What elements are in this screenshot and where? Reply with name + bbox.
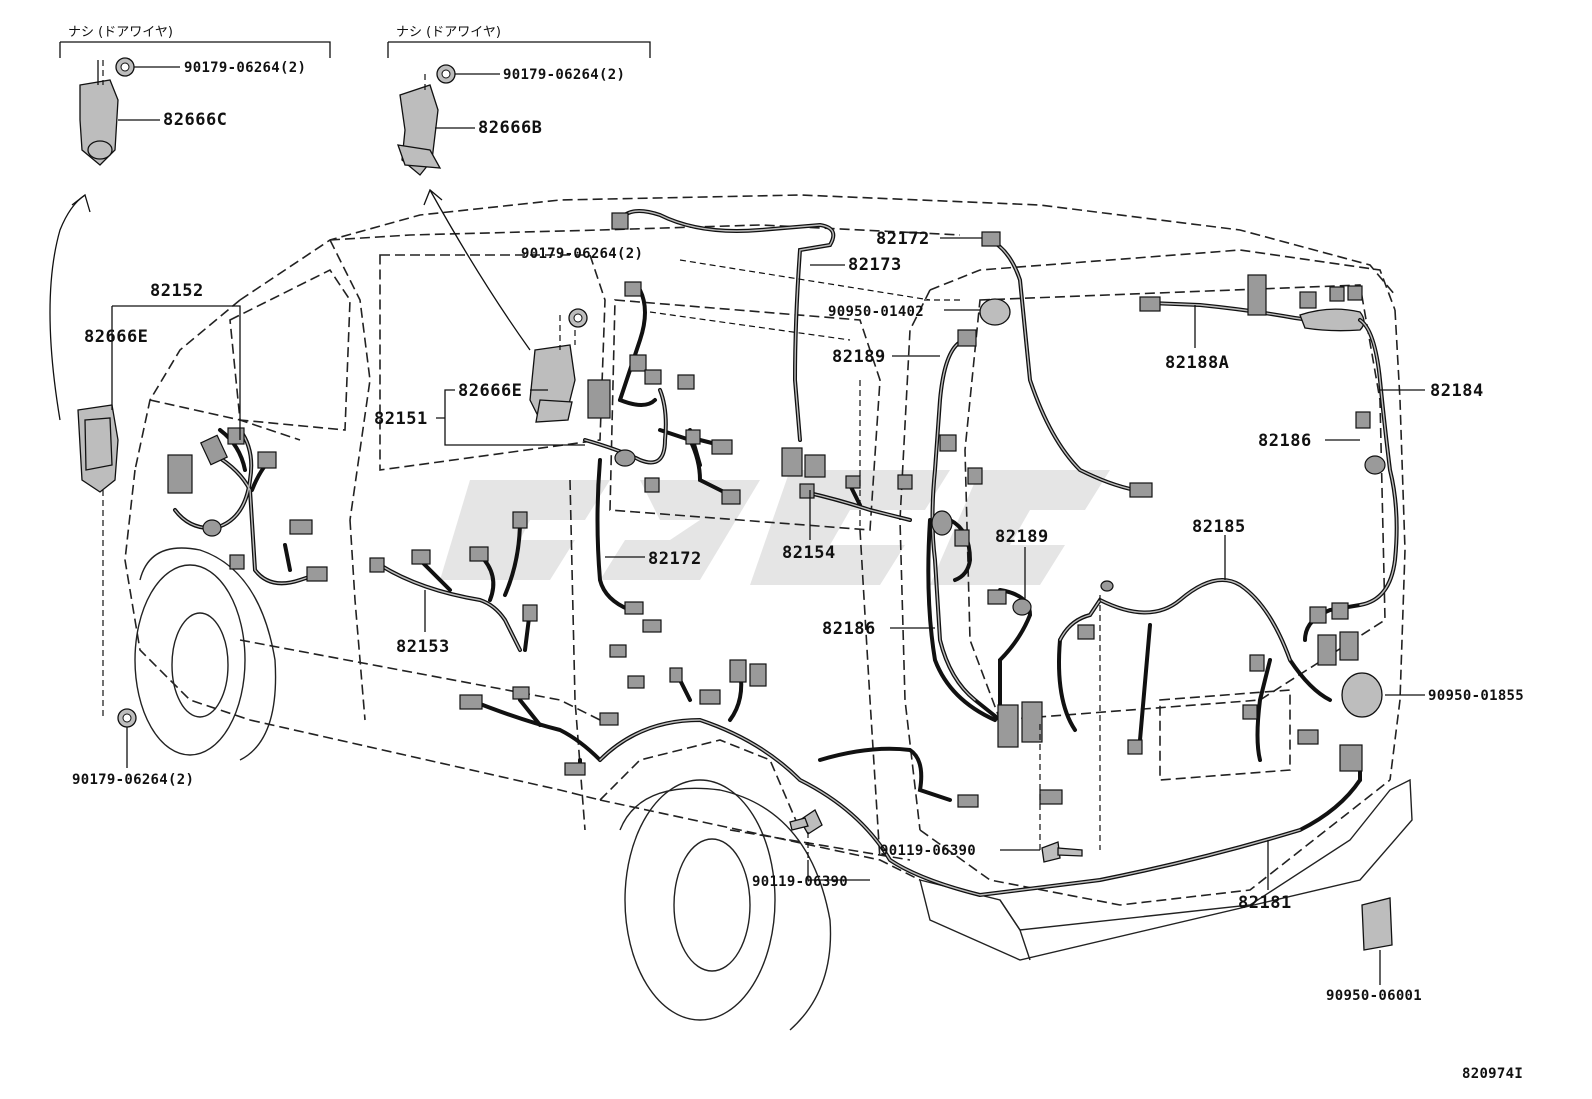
clip-bottom-left bbox=[117, 708, 137, 728]
grommet-90950-01402 bbox=[979, 298, 1011, 326]
vehicle-body-outline bbox=[124, 194, 1413, 961]
label-82181: 82181 bbox=[1238, 893, 1292, 913]
label-90119-06390-right: 90119-06390 bbox=[880, 843, 976, 859]
label-clip-bottom-left: 90179-06264(2) bbox=[72, 772, 194, 788]
label-82666c: 82666C bbox=[163, 110, 227, 130]
harness-82181 bbox=[459, 644, 1363, 898]
harness-82172 bbox=[595, 231, 1153, 633]
label-82184: 82184 bbox=[1430, 381, 1484, 401]
label-clip-center: 90179-06264(2) bbox=[521, 246, 643, 262]
label-82152: 82152 bbox=[150, 281, 204, 301]
label-82153: 82153 bbox=[396, 637, 450, 657]
label-82151: 82151 bbox=[374, 409, 428, 429]
bolt-90119-06390-right bbox=[1041, 841, 1083, 863]
label-82666e-left: 82666E bbox=[84, 327, 148, 347]
label-82186-center: 82186 bbox=[822, 619, 876, 639]
clip-center bbox=[568, 308, 588, 328]
label-90950-06001: 90950-06001 bbox=[1326, 988, 1422, 1004]
front-wheel bbox=[134, 547, 277, 761]
bracket-82666e-center bbox=[529, 344, 576, 423]
label-82185: 82185 bbox=[1192, 517, 1246, 537]
harness-82173 bbox=[611, 209, 836, 478]
harness-82189 bbox=[930, 329, 1033, 722]
label-clip-top-left: 90179-06264(2) bbox=[184, 60, 306, 76]
label-82172-mid: 82172 bbox=[648, 549, 702, 569]
note-no-door-wire-left: ナシ (ドアワイヤ) bbox=[68, 25, 173, 40]
bolt-90119-06390-left bbox=[789, 809, 823, 835]
harness-82186-left bbox=[926, 518, 1043, 748]
clip-top-left bbox=[115, 57, 135, 77]
label-82188a: 82188A bbox=[1165, 353, 1229, 373]
harness-82152 bbox=[167, 427, 328, 586]
harness-82184 bbox=[1303, 318, 1399, 666]
note-no-door-wire-right: ナシ (ドアワイヤ) bbox=[396, 25, 501, 40]
harness-82151 bbox=[583, 281, 741, 505]
label-clip-top-right: 90179-06264(2) bbox=[503, 67, 625, 83]
label-82666b: 82666B bbox=[478, 118, 542, 138]
label-82189-mid: 82189 bbox=[995, 527, 1049, 547]
harness-82188a bbox=[1139, 274, 1365, 332]
guide-lines bbox=[49, 60, 1101, 860]
label-90950-01855: 90950-01855 bbox=[1428, 688, 1524, 704]
rear-wheel bbox=[619, 779, 832, 1031]
label-82173: 82173 bbox=[848, 255, 902, 275]
bracket-82666e-left bbox=[77, 404, 119, 493]
label-90119-06390-left: 90119-06390 bbox=[752, 874, 848, 890]
leader-lines bbox=[59, 41, 1425, 985]
part-labels: ナシ (ドアワイヤ) ナシ (ドアワイヤ) 90179-06264(2) 826… bbox=[68, 25, 1524, 1082]
clip-top-right bbox=[436, 64, 456, 84]
label-82186-right: 82186 bbox=[1258, 431, 1312, 451]
label-90950-01402: 90950-01402 bbox=[828, 304, 924, 320]
bracket-82666c bbox=[79, 60, 119, 166]
harness-82185 bbox=[1039, 578, 1332, 805]
label-82154: 82154 bbox=[782, 543, 836, 563]
diagram-id: 820974I bbox=[1462, 1066, 1523, 1082]
pad-90950-06001 bbox=[1361, 897, 1393, 951]
bracket-82666b bbox=[397, 84, 442, 176]
label-82666e-center: 82666E bbox=[458, 381, 522, 401]
harness-82154 bbox=[799, 474, 913, 522]
label-82172-top: 82172 bbox=[876, 229, 930, 249]
harness-82153 bbox=[369, 511, 538, 652]
label-82189-top: 82189 bbox=[832, 347, 886, 367]
grommet-90950-01855 bbox=[1341, 672, 1383, 718]
